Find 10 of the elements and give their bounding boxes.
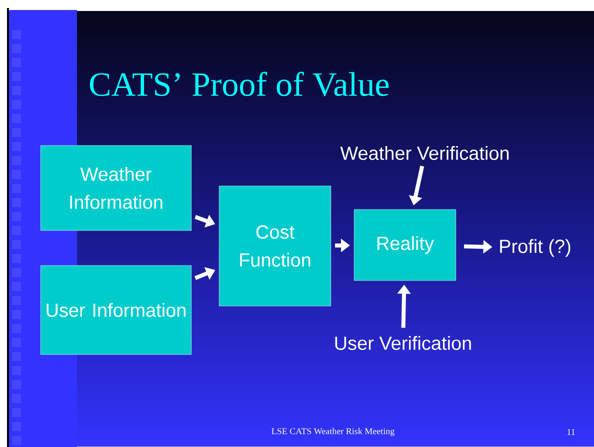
- process-box: User Information: [40, 265, 192, 355]
- footer-text: LSE CATS Weather Risk Meeting: [272, 428, 394, 436]
- process-label: User Verification: [335, 336, 471, 350]
- process-label: Profit (?): [500, 239, 570, 257]
- slide-title: CATS’ Proof of Value: [90, 72, 389, 96]
- process-label: Weather Verification: [340, 146, 509, 160]
- process-box: Weather Information: [40, 145, 192, 231]
- page-number: 11: [567, 429, 575, 435]
- process-box: Reality: [354, 209, 456, 281]
- process-box: Cost Function: [218, 186, 332, 306]
